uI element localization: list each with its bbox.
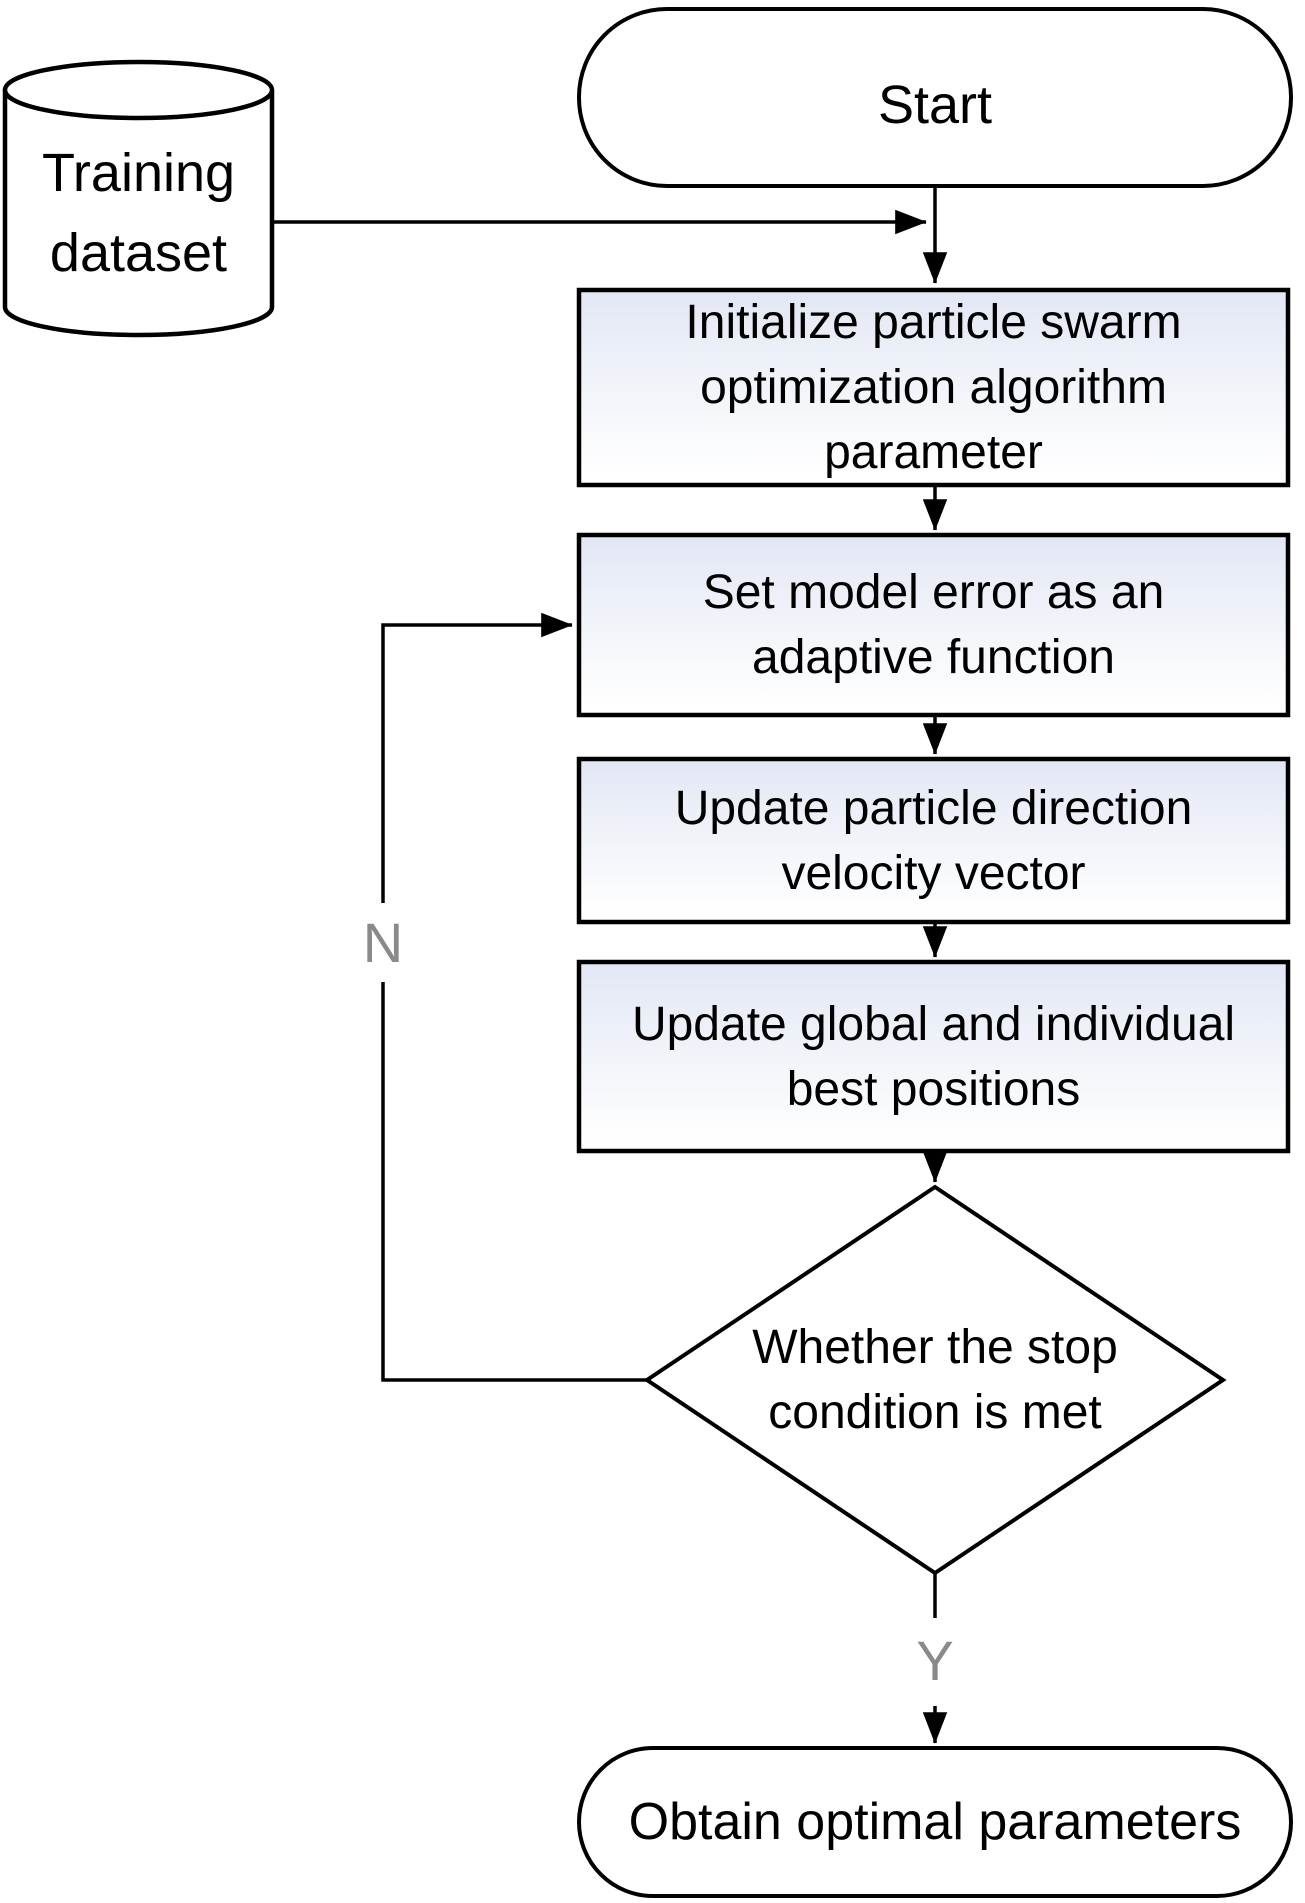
obtain-parameters-label: Obtain optimal parameters (579, 1748, 1291, 1896)
stop-condition-line1: Whether the stop (752, 1321, 1118, 1374)
set-model-error-line2: adaptive function (752, 631, 1115, 684)
update-best-line2: best positions (786, 1062, 1081, 1116)
branch-label-yes: Y (916, 1629, 954, 1692)
start-node-shape (577, 7, 1293, 188)
update-best-line1: Update global and individual (631, 997, 1236, 1051)
set-model-error-box (576, 532, 1291, 718)
training-dataset-label: Training dataset (5, 118, 272, 307)
init-pso-line2: optimization algorithm (700, 361, 1167, 414)
training-dataset-line1: Training (41, 142, 236, 203)
start-text: Start (877, 74, 993, 135)
update-velocity-line2: velocity vector (781, 846, 1086, 900)
training-dataset-cylinder-top (2, 59, 275, 121)
set-model-error-label: Set model error as an adaptive function (579, 535, 1288, 715)
set-model-error-line1: Set model error as an (702, 566, 1165, 619)
update-best-box (576, 959, 1291, 1154)
init-pso-line3: parameter (824, 426, 1043, 479)
stop-condition-line2: condition is met (768, 1386, 1102, 1439)
obtain-parameters-text: Obtain optimal parameters (628, 1793, 1242, 1851)
training-dataset-line2: dataset (49, 222, 228, 283)
init-pso-line1: Initialize particle swarm (685, 296, 1182, 349)
obtain-parameters-node-shape (577, 1746, 1293, 1898)
stop-condition-label: Whether the stop condition is met (647, 1187, 1223, 1573)
update-velocity-label: Update particle direction velocity vecto… (579, 759, 1288, 922)
init-pso-label: Initialize particle swarm optimization a… (579, 290, 1288, 485)
branch-label-no: N (362, 911, 404, 974)
update-velocity-line1: Update particle direction (674, 781, 1193, 835)
start-node-label: Start (579, 16, 1291, 193)
edge-loop-back-upper (381, 612, 573, 903)
edge-loop-back-lower (381, 982, 647, 1382)
training-dataset-cylinder-body (2, 90, 275, 338)
init-pso-box (576, 287, 1291, 488)
update-best-label: Update global and individual best positi… (579, 962, 1288, 1151)
